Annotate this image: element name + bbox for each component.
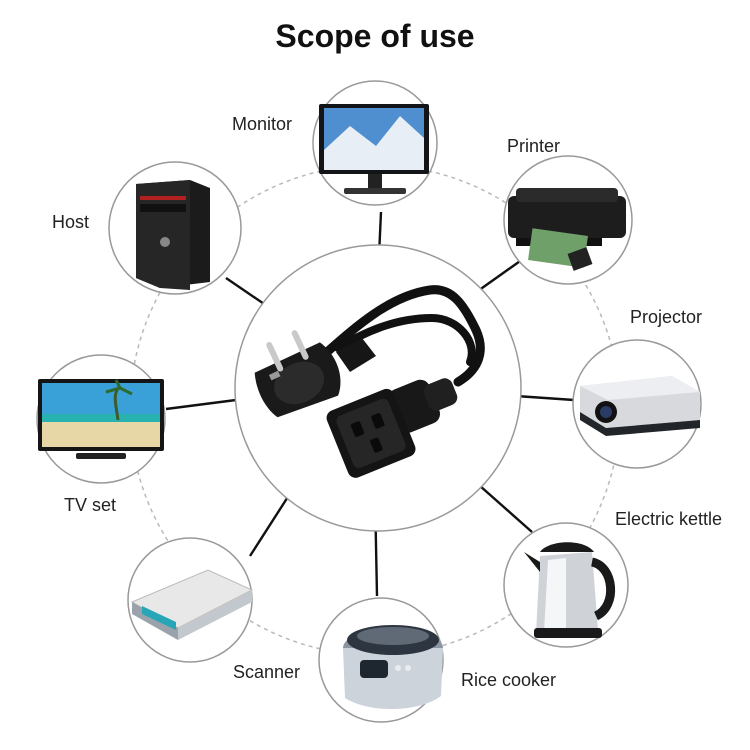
label-projector: Projector [630,307,703,327]
tv-icon [36,354,166,484]
scanner-icon [127,537,254,663]
label-printer: Printer [507,136,561,156]
connector-tv-set [165,398,237,411]
connector-projector [515,394,575,402]
printer-icon [503,155,633,285]
projector-icon [572,339,702,469]
rice-cooker-icon [318,597,444,723]
label-host: Host [52,212,90,232]
pc-tower-icon [108,161,242,295]
power-cord-icon [234,244,522,532]
label-electric-kettle: Electric kettle [615,509,723,529]
label-monitor: Monitor [232,114,293,134]
kettle-icon [503,522,629,648]
page-title: Scope of use [275,18,475,54]
label-tv-set: TV set [64,495,117,515]
monitor-icon [312,80,438,206]
label-rice-cooker: Rice cooker [461,670,557,690]
label-scanner: Scanner [233,662,301,682]
